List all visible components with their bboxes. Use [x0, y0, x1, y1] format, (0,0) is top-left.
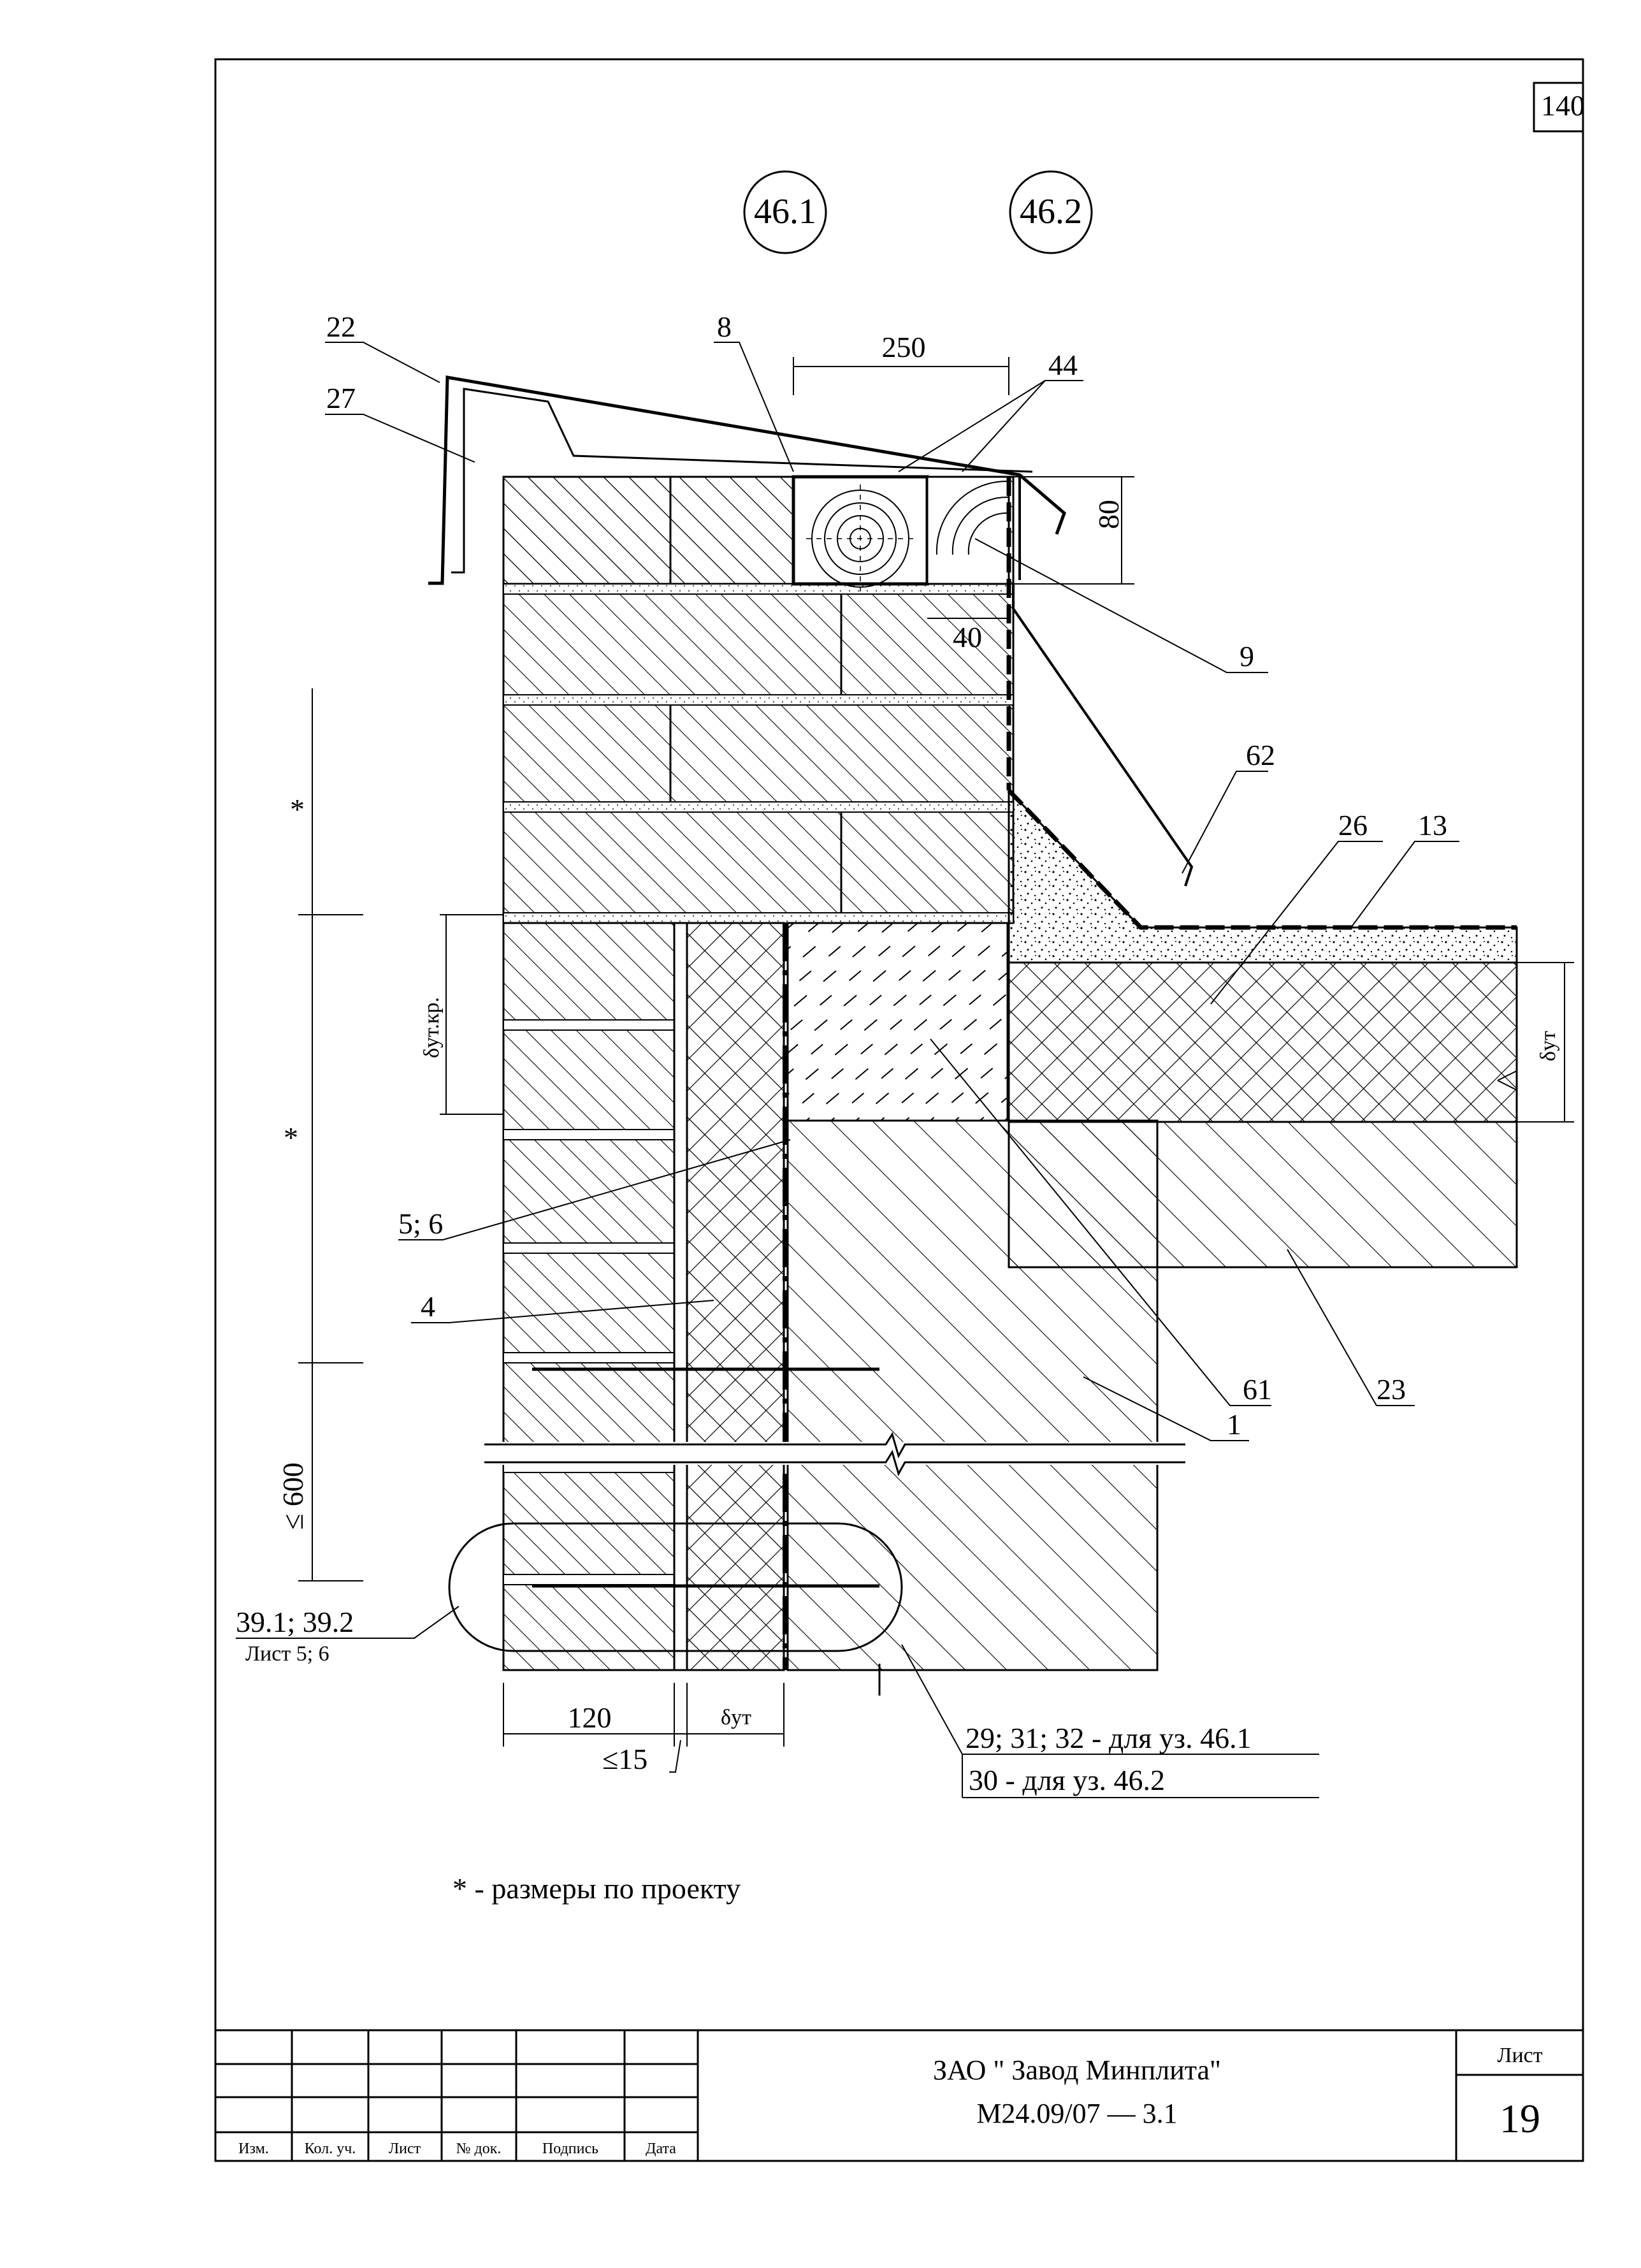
- insulation-wall-4: [686, 922, 785, 1671]
- star-1: *: [290, 793, 305, 825]
- callout-22: 22: [326, 310, 356, 343]
- detail-ellipse: [448, 1522, 903, 1652]
- star-2: *: [284, 1121, 298, 1154]
- dim-80-text: 80: [1092, 500, 1125, 529]
- tb-col-date: Дата: [646, 2141, 676, 2157]
- callout-23: 23: [1377, 1373, 1406, 1406]
- callout-30: 30 - для уз. 46.2: [969, 1764, 1165, 1796]
- brick-veneer: [502, 922, 676, 1671]
- callout-5-6: 5; 6: [398, 1207, 443, 1240]
- dim-chain-left: * * ≤ 600: [277, 688, 363, 1581]
- roof-slab-23: [1008, 1121, 1518, 1268]
- callout-1: 1: [1227, 1408, 1241, 1441]
- air-gap: [673, 922, 688, 1671]
- dim-80: 80: [1009, 476, 1134, 585]
- tb-col-list: Лист: [389, 2141, 421, 2157]
- callout-39-sheet: Лист 5; 6: [245, 1642, 329, 1666]
- dim-600-text: ≤ 600: [277, 1462, 309, 1530]
- tb-col-izm: Изм.: [238, 2141, 269, 2157]
- tb-sheet-value: 19: [1500, 2096, 1540, 2141]
- node-tag-46-2: 46.2: [1009, 170, 1093, 254]
- sheet-number-box: [1533, 82, 1584, 133]
- tb-col-sign: Подпись: [542, 2141, 598, 2157]
- tb-col-doc: № док.: [456, 2141, 502, 2157]
- sheet-number-top: 140: [1541, 89, 1585, 122]
- leader-lines: [236, 342, 1459, 1798]
- dim-ut-wall-text: δут: [721, 1706, 751, 1729]
- tb-col-kol: Кол. уч.: [305, 2141, 356, 2157]
- dim-250-text: 250: [882, 331, 926, 363]
- callout-4: 4: [421, 1290, 435, 1323]
- break-line: [484, 1432, 1198, 1476]
- callout-26: 26: [1338, 809, 1368, 841]
- screed-wedge: [1008, 788, 1518, 964]
- dim-ut-roof: δут: [1497, 962, 1574, 1123]
- dim-40: 40: [927, 618, 1009, 653]
- tb-code: М24.09/07 — 3.1: [976, 2098, 1177, 2129]
- mortar-joints: [503, 583, 1014, 924]
- tb-company: ЗАО " Завод Минплита": [933, 2054, 1221, 2086]
- note-text: * - размеры по проекту: [452, 1872, 741, 1905]
- apron-62: [1012, 583, 1194, 887]
- callout-8: 8: [717, 310, 732, 343]
- dim-40-text: 40: [953, 621, 982, 653]
- callout-29: 29; 31; 32 - для уз. 46.1: [965, 1722, 1252, 1754]
- callout-62: 62: [1246, 739, 1275, 771]
- node-tag-46-2-text: 46.2: [1020, 192, 1082, 231]
- dim-ut-kr: δут.кр.: [420, 914, 503, 1115]
- callout-39: 39.1; 39.2: [236, 1606, 354, 1638]
- node-tag-46-1: 46.1: [743, 170, 827, 254]
- callout-44: 44: [1048, 349, 1078, 381]
- dim-ut-roof-text: δут: [1536, 1031, 1560, 1061]
- callout-61: 61: [1243, 1373, 1272, 1406]
- roof-insulation-26: [1008, 961, 1518, 1123]
- timber-block-9: [926, 476, 1010, 585]
- tb-sheet-label: Лист: [1497, 2044, 1542, 2067]
- callout-9: 9: [1240, 640, 1254, 672]
- dim-15-text: ≤15: [602, 1743, 647, 1775]
- wall-ties: [532, 1367, 881, 1696]
- dim-bottom: 120 δут ≤15: [503, 1683, 784, 1775]
- membrane-parapet: [1006, 477, 1517, 930]
- timber-block-8: [792, 475, 929, 593]
- dim-120-text: 120: [568, 1701, 612, 1734]
- callout-27: 27: [326, 382, 356, 414]
- dim-ut-kr-text: δут.кр.: [420, 997, 444, 1058]
- dim-250: 250: [793, 331, 1009, 395]
- node-tag-46-1-text: 46.1: [754, 192, 816, 231]
- callout-13: 13: [1418, 809, 1447, 841]
- title-block: [214, 2029, 1584, 2162]
